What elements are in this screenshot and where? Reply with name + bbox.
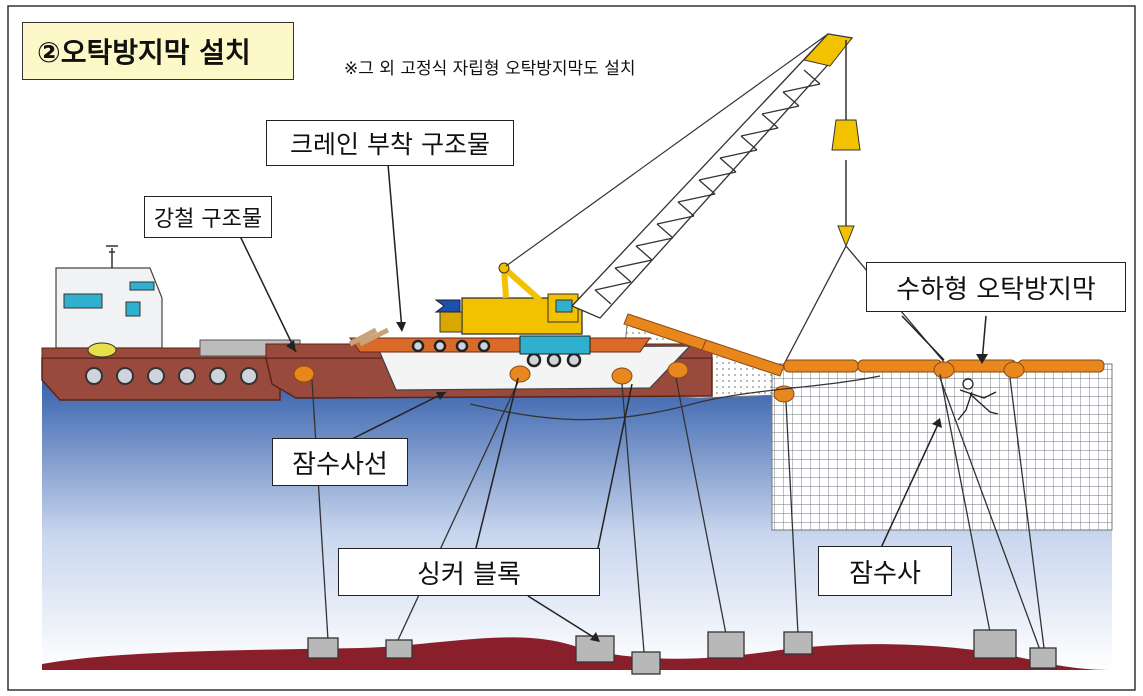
crane-cab	[547, 293, 579, 323]
cabin-window	[63, 293, 103, 309]
mooring-floats	[293, 361, 1025, 403]
portholes	[85, 367, 258, 385]
crane-hook-block	[831, 119, 861, 151]
deck-logs	[348, 327, 390, 347]
diving-boat-deck	[349, 337, 651, 353]
sinker-blocks	[307, 629, 1057, 675]
crane-hook	[837, 225, 855, 248]
diver-hose	[469, 375, 881, 421]
boom-tip-yellow	[803, 33, 853, 67]
label-sinker-block: 싱커 블록	[338, 548, 600, 596]
floating-boom	[623, 313, 1105, 377]
crane-pendant-line	[505, 33, 829, 267]
deck-tank	[87, 342, 117, 358]
crane-counterweight	[439, 311, 463, 333]
title-box: ②오탁방지막 설치	[22, 22, 294, 80]
callout-lines	[239, 163, 987, 641]
callout-arrowheads	[286, 322, 988, 642]
curtain-mesh	[771, 363, 1113, 531]
cabin-window	[129, 281, 155, 291]
boat-cabin	[519, 335, 591, 355]
diver-figure	[957, 378, 999, 421]
boat-tires	[411, 339, 582, 368]
cabin-window	[125, 301, 141, 317]
label-underwater-curtain: 수하형 오탁방지막	[866, 262, 1126, 312]
label-crane-structure: 크레인 부착 구조물	[266, 120, 514, 166]
note-text: ※그 외 고정식 자립형 오탁방지막도 설치	[344, 59, 636, 79]
label-diving-boat: 잠수사선	[272, 438, 408, 486]
cabin-antenna	[106, 245, 118, 268]
label-diver: 잠수사	[818, 546, 952, 596]
mooring-lines	[311, 373, 1045, 653]
label-steel-structure: 강철 구조물	[144, 196, 272, 238]
crane-boom	[570, 33, 854, 319]
crane-cab-window	[555, 299, 573, 313]
crane-flag	[434, 299, 461, 313]
page-title: ②오탁방지막 설치	[37, 36, 251, 69]
